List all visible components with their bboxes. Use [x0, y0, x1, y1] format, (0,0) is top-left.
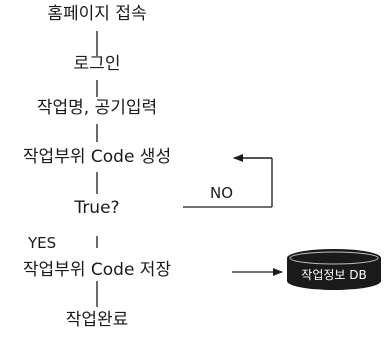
step-generate-code: 작업부위 Code 생성: [22, 147, 172, 167]
step-home-access: 홈페이지 접속: [47, 4, 147, 24]
database-label: 작업정보 DB: [301, 268, 367, 282]
step-decision: True?: [74, 198, 120, 218]
database-icon: [287, 249, 381, 290]
step-input-job: 작업명, 공기입력: [36, 98, 158, 118]
yes-label: YES: [28, 234, 57, 252]
step-save-code: 작업부위 Code 저장: [22, 260, 172, 280]
step-login: 로그인: [73, 54, 121, 74]
step-complete: 작업완료: [65, 310, 129, 330]
no-label: NO: [210, 184, 234, 202]
